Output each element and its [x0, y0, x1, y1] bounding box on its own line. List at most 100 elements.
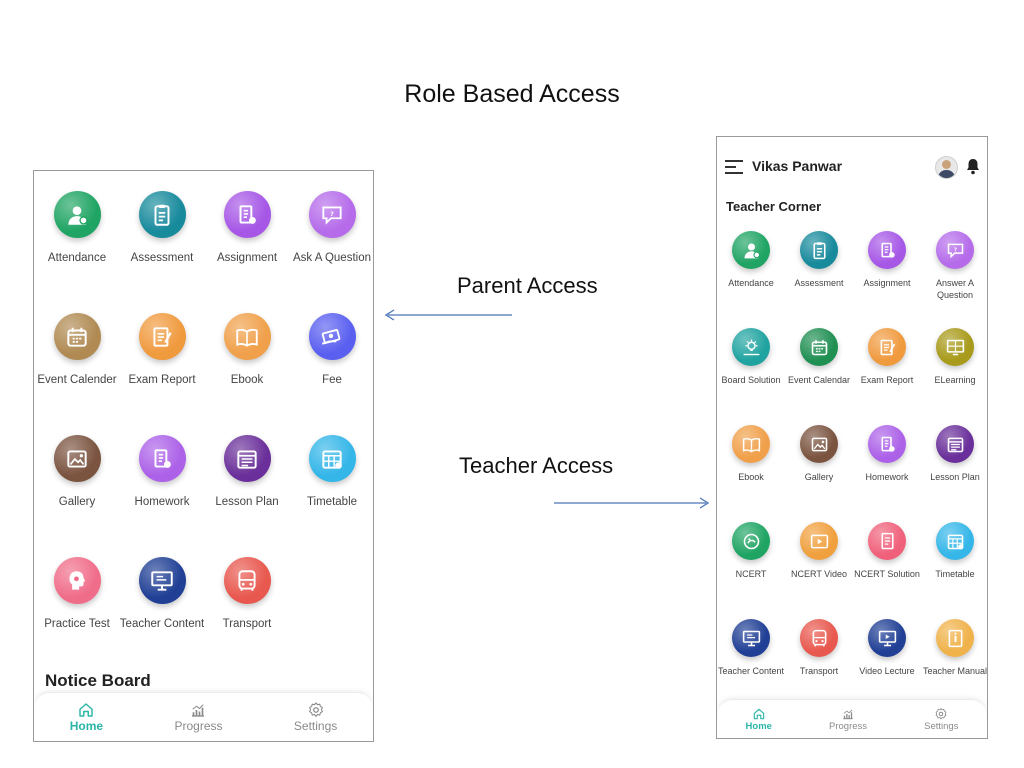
tile-label: Exam Report: [128, 374, 196, 386]
attendance-icon: [732, 231, 770, 269]
parent-tile-lesson-plan[interactable]: Lesson Plan: [205, 435, 290, 557]
tile-label: Ask A Question: [293, 252, 371, 264]
tile-label: Assignment: [216, 252, 278, 264]
parent-tile-event-calender[interactable]: Event Calender: [35, 313, 120, 435]
progress-icon: [841, 707, 855, 721]
tile-label: Ebook: [738, 472, 764, 482]
teacher-tile-event-calendar[interactable]: Event Calendar: [785, 328, 853, 425]
tile-label: Practice Test: [44, 618, 110, 630]
teacher-tile-answer-a-question[interactable]: ?Answer A Question: [921, 231, 987, 328]
tile-label: Timetable: [935, 569, 975, 579]
teacher-tile-ncert-video[interactable]: NCERT Video: [785, 522, 853, 619]
bell-icon[interactable]: [965, 158, 981, 175]
tile-label: Homework: [134, 496, 190, 508]
tab-label: Settings: [924, 720, 959, 732]
attendance-icon: [53, 191, 101, 238]
parent-tile-transport[interactable]: Transport: [205, 557, 290, 679]
teacher-tile-ebook[interactable]: Ebook: [717, 425, 785, 522]
teacher-tile-ncert[interactable]: NCERT: [717, 522, 785, 619]
video-lecture-icon: [868, 619, 906, 657]
svg-text:?: ?: [330, 210, 334, 218]
tile-label: NCERT Video: [790, 569, 848, 579]
teacher-tile-video-lecture[interactable]: Video Lecture: [853, 619, 921, 716]
tab-home[interactable]: Home: [746, 700, 772, 738]
teacher-tile-homework[interactable]: Homework: [853, 425, 921, 522]
teacher-access-label: Teacher Access: [459, 453, 614, 478]
teacher-content-icon: [732, 619, 770, 657]
tile-label: Board Solution: [721, 375, 781, 385]
teacher-tile-ncert-solution[interactable]: NCERT Solution: [853, 522, 921, 619]
tab-settings[interactable]: Settings: [294, 693, 337, 741]
parent-tile-attendance[interactable]: Attendance: [35, 191, 120, 313]
teacher-tile-timetable[interactable]: Timetable: [921, 522, 987, 619]
teacher-tile-teacher-manual[interactable]: Teacher Manual: [921, 619, 987, 716]
clipboard-icon: [138, 191, 186, 238]
tile-label: Event Calender: [37, 374, 117, 386]
parent-tile-gallery[interactable]: Gallery: [35, 435, 120, 557]
parent-tile-practice-test[interactable]: Practice Test: [35, 557, 120, 679]
teacher-tile-attendance[interactable]: Attendance: [717, 231, 785, 328]
parent-tile-fee[interactable]: Fee: [290, 313, 374, 435]
fee-icon: [308, 313, 356, 360]
tab-label: Progress: [829, 720, 868, 732]
parent-tile-ebook[interactable]: Ebook: [205, 313, 290, 435]
tile-label: Lesson Plan: [215, 496, 279, 508]
tile-label: Assessment: [130, 252, 194, 264]
tab-label: Settings: [293, 719, 338, 733]
tile-label: Homework: [865, 472, 909, 482]
tile-label: Video Lecture: [859, 666, 915, 676]
calendar-icon: [800, 328, 838, 366]
transport-icon: [223, 557, 271, 604]
tile-label: Timetable: [306, 496, 358, 508]
timetable-icon: [936, 522, 974, 560]
teacher-tile-exam-report[interactable]: Exam Report: [853, 328, 921, 425]
elearning-icon: [936, 328, 974, 366]
tab-home[interactable]: Home: [70, 693, 103, 741]
teacher-tile-teacher-content[interactable]: Teacher Content: [717, 619, 785, 716]
tile-label: NCERT Solution: [854, 569, 920, 579]
teacher-tile-lesson-plan[interactable]: Lesson Plan: [921, 425, 987, 522]
tile-label: Assignment: [863, 278, 911, 288]
parent-access-label: Parent Access: [457, 273, 598, 298]
parent-tile-exam-report[interactable]: Exam Report: [120, 313, 205, 435]
teacher-tile-assessment[interactable]: Assessment: [785, 231, 853, 328]
tile-label: Lesson Plan: [930, 472, 980, 482]
settings-icon: [934, 707, 948, 721]
tile-label: Transport: [222, 618, 272, 630]
lesson-plan-icon: [223, 435, 271, 482]
ebook-icon: [732, 425, 770, 463]
teacher-tile-elearning[interactable]: ELearning: [921, 328, 987, 425]
notice-board-title: Notice Board: [45, 671, 151, 690]
avatar[interactable]: [935, 156, 958, 179]
parent-tile-assignment[interactable]: Assignment: [205, 191, 290, 313]
gallery-icon: [800, 425, 838, 463]
tile-label: Teacher Content: [717, 666, 785, 676]
tile-label: Exam Report: [860, 375, 914, 385]
gallery-icon: [53, 435, 101, 482]
homework-icon: [868, 425, 906, 463]
teacher-tile-transport[interactable]: Transport: [785, 619, 853, 716]
parent-tile-assessment[interactable]: Assessment: [120, 191, 205, 313]
menu-icon[interactable]: [725, 159, 743, 175]
parent-access-arrow: [384, 309, 512, 321]
tab-progress[interactable]: Progress: [829, 700, 867, 738]
teacher-tile-assignment[interactable]: Assignment: [853, 231, 921, 328]
parent-tile-timetable[interactable]: Timetable: [290, 435, 374, 557]
parent-tile-homework[interactable]: Homework: [120, 435, 205, 557]
teacher-access-arrow: [554, 497, 710, 509]
teacher-content-icon: [138, 557, 186, 604]
teacher-tile-gallery[interactable]: Gallery: [785, 425, 853, 522]
tab-settings[interactable]: Settings: [924, 700, 958, 738]
user-name: Vikas Panwar: [752, 158, 843, 174]
teacher-tile-board-solution[interactable]: Board Solution: [717, 328, 785, 425]
tile-label: Ebook: [230, 374, 264, 386]
parent-tile-teacher-content[interactable]: Teacher Content: [120, 557, 205, 679]
ncert-video-icon: [800, 522, 838, 560]
board-solution-icon: [732, 328, 770, 366]
lesson-plan-icon: [936, 425, 974, 463]
tab-progress[interactable]: Progress: [174, 693, 223, 741]
parent-tile-ask-a-question[interactable]: ? Ask A Question: [290, 191, 374, 313]
